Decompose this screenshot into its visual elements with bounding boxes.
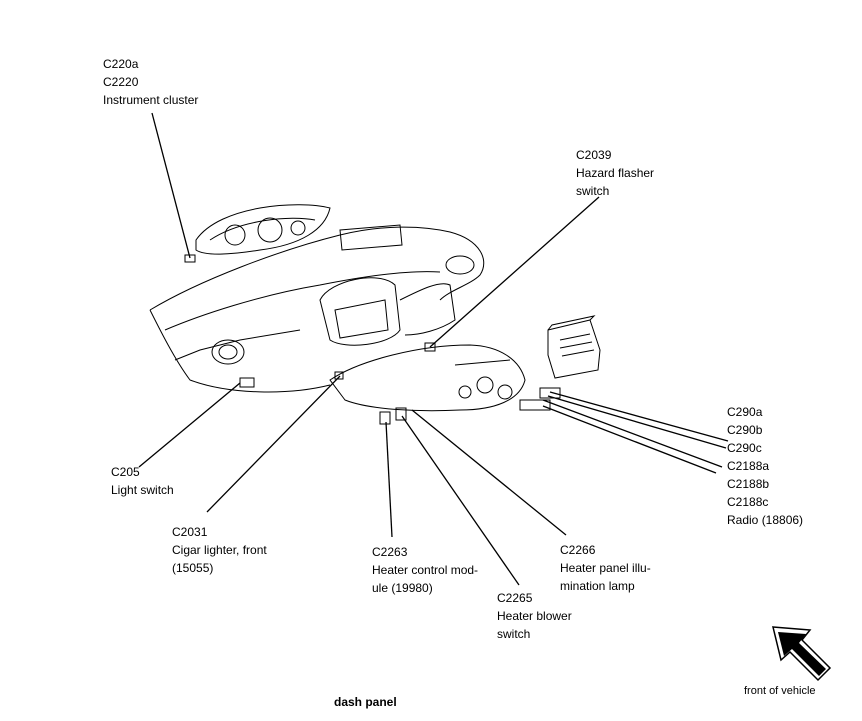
connector-code: C2188a bbox=[727, 459, 770, 473]
connector-code: C220a bbox=[103, 57, 139, 71]
component-name: mination lamp bbox=[560, 579, 635, 593]
component-name: Heater panel illu- bbox=[560, 561, 651, 575]
component-name: Radio (18806) bbox=[727, 513, 804, 527]
component-name: Heater blower bbox=[497, 609, 572, 623]
connector-code: C2220 bbox=[103, 75, 139, 89]
front-of-vehicle-arrow-icon bbox=[772, 626, 832, 682]
connector-code: C290c bbox=[727, 441, 762, 455]
connector-code: C2039 bbox=[576, 148, 612, 162]
component-name: ule (19980) bbox=[372, 581, 433, 595]
radio-callout: C290a C290b C290c C2188a C2188b C2188c R… bbox=[727, 403, 803, 529]
hazard-flasher-callout: C2039 Hazard flasher switch bbox=[576, 146, 654, 200]
heater-blower-switch-callout: C2265 Heater blower switch bbox=[497, 589, 572, 643]
orientation-label: front of vehicle bbox=[744, 685, 816, 697]
connector-code: C290a bbox=[727, 405, 763, 419]
connector-code: C2263 bbox=[372, 545, 408, 559]
component-name: Heater control mod- bbox=[372, 563, 479, 577]
component-name: Cigar lighter, front bbox=[172, 543, 267, 557]
component-name: switch bbox=[576, 184, 610, 198]
connector-code: C2031 bbox=[172, 525, 208, 539]
connector-code: C2266 bbox=[560, 543, 596, 557]
light-switch-callout: C205 Light switch bbox=[111, 463, 174, 499]
component-name: (15055) bbox=[172, 561, 214, 575]
component-name: switch bbox=[497, 627, 531, 641]
cigar-lighter-callout: C2031 Cigar lighter, front (15055) bbox=[172, 523, 267, 577]
heater-panel-lamp-callout: C2266 Heater panel illu- mination lamp bbox=[560, 541, 651, 595]
component-name: Light switch bbox=[111, 483, 174, 497]
instrument-cluster-callout: C220a C2220 Instrument cluster bbox=[103, 55, 198, 109]
heater-control-module-callout: C2263 Heater control mod- ule (19980) bbox=[372, 543, 478, 597]
connector-code: C2188c bbox=[727, 495, 769, 509]
connector-code: C2265 bbox=[497, 591, 533, 605]
connector-code: C205 bbox=[111, 465, 140, 479]
connector-code: C2188b bbox=[727, 477, 770, 491]
diagram-caption: dash panel bbox=[334, 695, 397, 709]
component-name: Hazard flasher bbox=[576, 166, 655, 180]
component-name: Instrument cluster bbox=[103, 93, 199, 107]
connector-code: C290b bbox=[727, 423, 763, 437]
